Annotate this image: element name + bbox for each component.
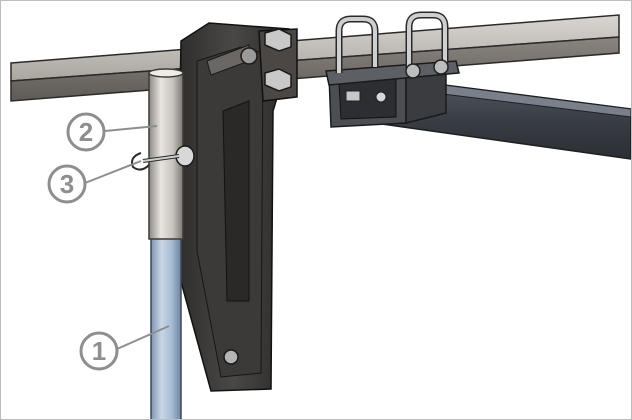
callout-1: 1 xyxy=(79,325,170,371)
hex-nut-icon xyxy=(223,28,292,365)
callout-3-label: 3 xyxy=(60,169,74,199)
callout-1-label: 1 xyxy=(92,336,106,366)
u-bolt-icon xyxy=(335,11,449,79)
callout-3: 3 xyxy=(47,160,142,204)
telescopic-pole xyxy=(150,232,182,419)
callout-2: 2 xyxy=(66,112,158,152)
horizontal-rail xyxy=(10,14,620,102)
locking-pin-icon xyxy=(131,145,195,171)
hitch-receiver xyxy=(325,60,460,128)
mounting-bracket xyxy=(176,22,298,392)
callout-2-label: 2 xyxy=(79,117,93,147)
